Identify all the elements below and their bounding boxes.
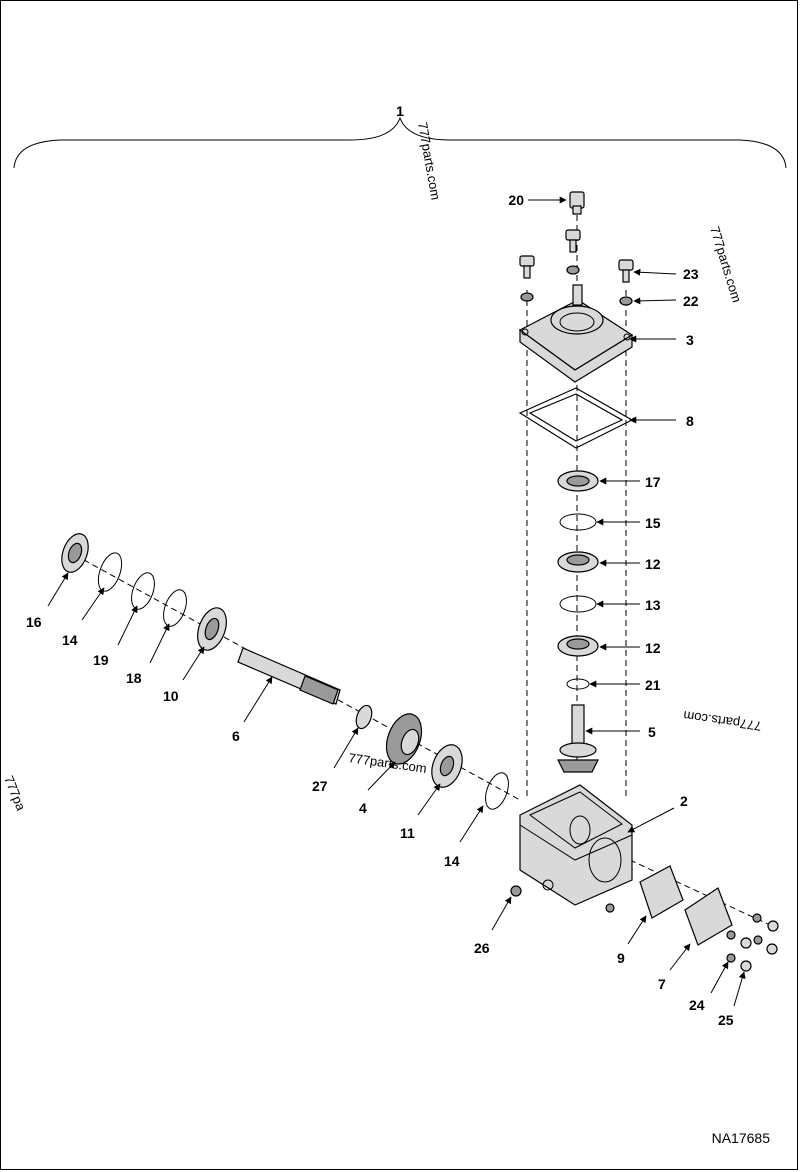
spacer-ring-part bbox=[559, 595, 597, 613]
bearing-part bbox=[197, 607, 227, 651]
callout-4: 4 bbox=[359, 800, 367, 816]
drawing-number: NA17685 bbox=[712, 1130, 771, 1146]
plug-part bbox=[569, 191, 585, 215]
callout-10: 10 bbox=[163, 688, 179, 704]
callout-16: 16 bbox=[26, 614, 42, 630]
callout-26: 26 bbox=[474, 940, 490, 956]
top-cover-part bbox=[518, 284, 634, 383]
shim-part bbox=[163, 589, 187, 627]
leader-lines bbox=[47, 196, 746, 1007]
callout-2: 2 bbox=[680, 793, 688, 809]
shim-part bbox=[131, 572, 155, 610]
callout-3: 3 bbox=[686, 332, 694, 348]
callout-22: 22 bbox=[683, 293, 699, 309]
spacer-part bbox=[355, 704, 373, 730]
side-gasket-part bbox=[639, 865, 684, 919]
bearing-part bbox=[557, 635, 599, 657]
callout-14: 14 bbox=[444, 853, 460, 869]
bolt-part bbox=[726, 913, 779, 972]
watermark: 777pa bbox=[1, 774, 29, 814]
callout-25: 25 bbox=[718, 1012, 734, 1028]
callout-15: 15 bbox=[645, 515, 661, 531]
washer-part bbox=[520, 265, 633, 306]
callout-6: 6 bbox=[232, 728, 240, 744]
callout-8: 8 bbox=[686, 413, 694, 429]
callout-19: 19 bbox=[93, 652, 109, 668]
seal-part bbox=[557, 470, 599, 492]
callout-20: 20 bbox=[508, 192, 524, 208]
callout-14: 14 bbox=[62, 632, 78, 648]
snap-ring-part bbox=[485, 772, 509, 810]
seal-part bbox=[61, 533, 89, 573]
callout-9: 9 bbox=[617, 950, 625, 966]
callout-27: 27 bbox=[312, 778, 328, 794]
callout-18: 18 bbox=[126, 670, 142, 686]
snap-ring-part bbox=[566, 678, 590, 690]
axis-line bbox=[629, 859, 771, 926]
watermark: 777parts.com bbox=[682, 708, 762, 734]
assembly-brace bbox=[13, 116, 787, 169]
bolt-part bbox=[519, 229, 634, 283]
callout-11: 11 bbox=[400, 825, 415, 841]
pinion-shaft-part bbox=[557, 704, 599, 773]
input-shaft-part bbox=[237, 647, 341, 705]
side-cover-part bbox=[684, 887, 733, 946]
callout-21: 21 bbox=[645, 677, 661, 693]
snap-ring-part bbox=[559, 513, 597, 531]
callout-7: 7 bbox=[658, 976, 666, 992]
callout-24: 24 bbox=[689, 997, 705, 1013]
gearbox-housing-part bbox=[519, 784, 633, 906]
callout-17: 17 bbox=[645, 474, 661, 490]
callout-5: 5 bbox=[648, 724, 656, 740]
watermark: 777parts.com bbox=[707, 224, 744, 304]
callout-23: 23 bbox=[683, 266, 699, 282]
gasket-part bbox=[518, 387, 634, 449]
callout-13: 13 bbox=[645, 597, 661, 613]
callout-12: 12 bbox=[645, 556, 661, 572]
bearing-part bbox=[431, 744, 463, 788]
bearing-part bbox=[557, 551, 599, 573]
watermark: 777parts.com bbox=[415, 121, 443, 201]
assembly-callout: 1 bbox=[396, 103, 404, 119]
snap-ring-part bbox=[97, 552, 123, 592]
callout-12: 12 bbox=[645, 640, 661, 656]
fitting-part bbox=[510, 885, 615, 913]
